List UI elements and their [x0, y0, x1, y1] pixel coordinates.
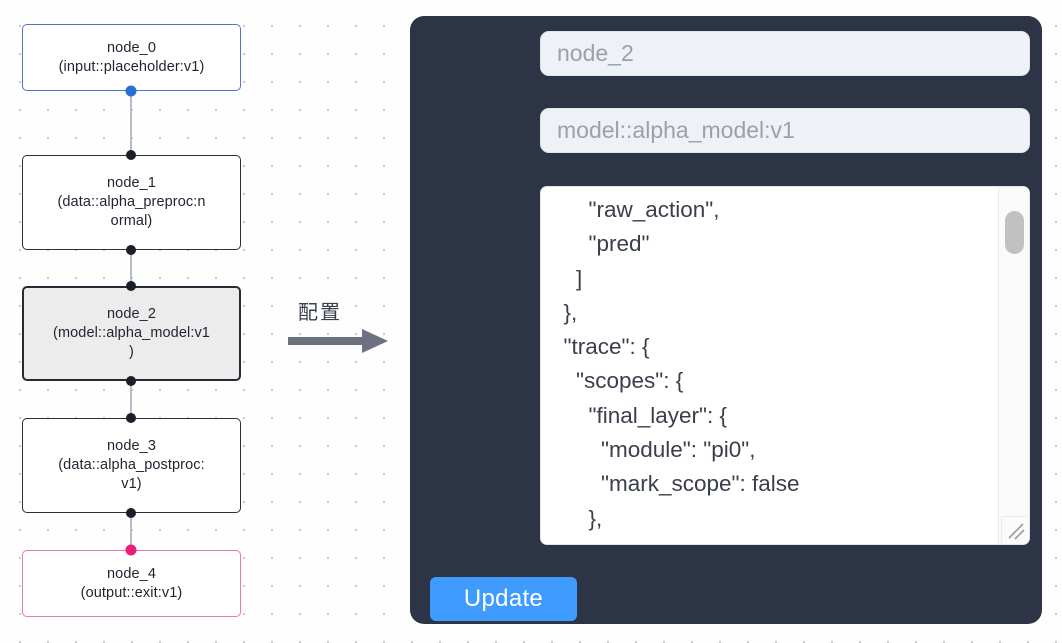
config-textarea[interactable]: "raw_action", "pred" ] }, "trace": { "sc…	[563, 197, 800, 544]
graph-node-label: node_0 (input::placeholder:v1)	[58, 39, 205, 75]
config-scrollbar-thumb[interactable]	[1005, 211, 1024, 254]
graph-node-node_2[interactable]: node_2 (model::alpha_model:v1 )	[22, 286, 241, 381]
graph-node-node_1[interactable]: node_1 (data::alpha_preproc:n ormal)	[22, 155, 241, 250]
edge-node3-node4	[130, 513, 132, 550]
graph-node-node_0[interactable]: node_0 (input::placeholder:v1)	[22, 24, 241, 91]
port-node_2-output[interactable]	[126, 376, 136, 386]
update-button[interactable]: Update	[430, 577, 577, 621]
edge-node1-node2	[130, 250, 132, 286]
graph-node-label: node_3 (data::alpha_postproc: v1)	[58, 438, 205, 492]
graph-node-node_4[interactable]: node_4 (output::exit:v1)	[22, 550, 241, 617]
id-input[interactable]	[540, 31, 1030, 76]
edge-node2-node3	[130, 381, 132, 418]
port-node_4-input[interactable]	[125, 544, 137, 556]
graph-node-label: node_2 (model::alpha_model:v1 )	[53, 306, 210, 360]
port-node_0-output[interactable]	[125, 85, 137, 97]
arrow-label: 配置	[298, 302, 342, 324]
right-arrow-icon	[288, 329, 388, 353]
port-node_3-input[interactable]	[126, 413, 136, 423]
resize-handle-icon[interactable]	[1001, 516, 1028, 543]
port-node_1-input[interactable]	[126, 150, 136, 160]
config-scrollbar[interactable]	[998, 187, 1029, 544]
port-node_2-input[interactable]	[126, 281, 136, 291]
graph-node-label: node_4 (output::exit:v1)	[80, 565, 183, 601]
config-textarea-wrapper[interactable]: "raw_action", "pred" ] }, "trace": { "sc…	[540, 186, 1030, 545]
type-input[interactable]	[540, 108, 1030, 153]
arrow-annotation: 配置	[288, 296, 398, 358]
graph-node-node_3[interactable]: node_3 (data::alpha_postproc: v1)	[22, 418, 241, 513]
port-node_1-output[interactable]	[126, 245, 136, 255]
port-node_3-output[interactable]	[126, 508, 136, 518]
edge-node0-node1	[130, 91, 132, 155]
graph-node-label: node_1 (data::alpha_preproc:n ormal)	[57, 175, 206, 229]
